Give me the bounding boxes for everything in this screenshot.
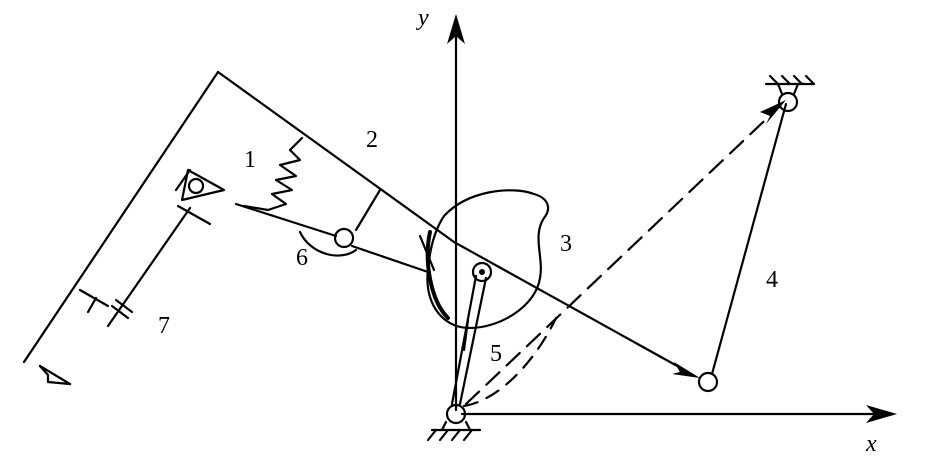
bent-frame — [22, 70, 456, 386]
part-label-3: 3 — [560, 231, 572, 257]
dashed-line — [462, 100, 786, 408]
spring-1 — [242, 136, 304, 212]
y-axis-label: y — [418, 5, 429, 31]
link-5 — [450, 274, 488, 406]
part-label-5: 5 — [490, 341, 502, 367]
part-label-6: 6 — [296, 245, 308, 271]
link-2 — [354, 188, 700, 378]
part-label-7: 7 — [158, 313, 170, 339]
part-label-4: 4 — [766, 267, 778, 293]
y-axis — [447, 14, 465, 412]
ground-pivot — [426, 403, 482, 442]
link-6 — [234, 202, 436, 274]
link-4 — [697, 102, 788, 393]
cylinder-7 — [106, 206, 192, 328]
x-axis — [460, 405, 897, 423]
x-axis-label: x — [866, 431, 877, 457]
top-pivot — [764, 74, 816, 113]
part-label-1: 1 — [244, 147, 256, 173]
frame-pivot — [174, 168, 226, 226]
cam-3 — [425, 189, 550, 330]
part-label-2: 2 — [366, 127, 378, 153]
